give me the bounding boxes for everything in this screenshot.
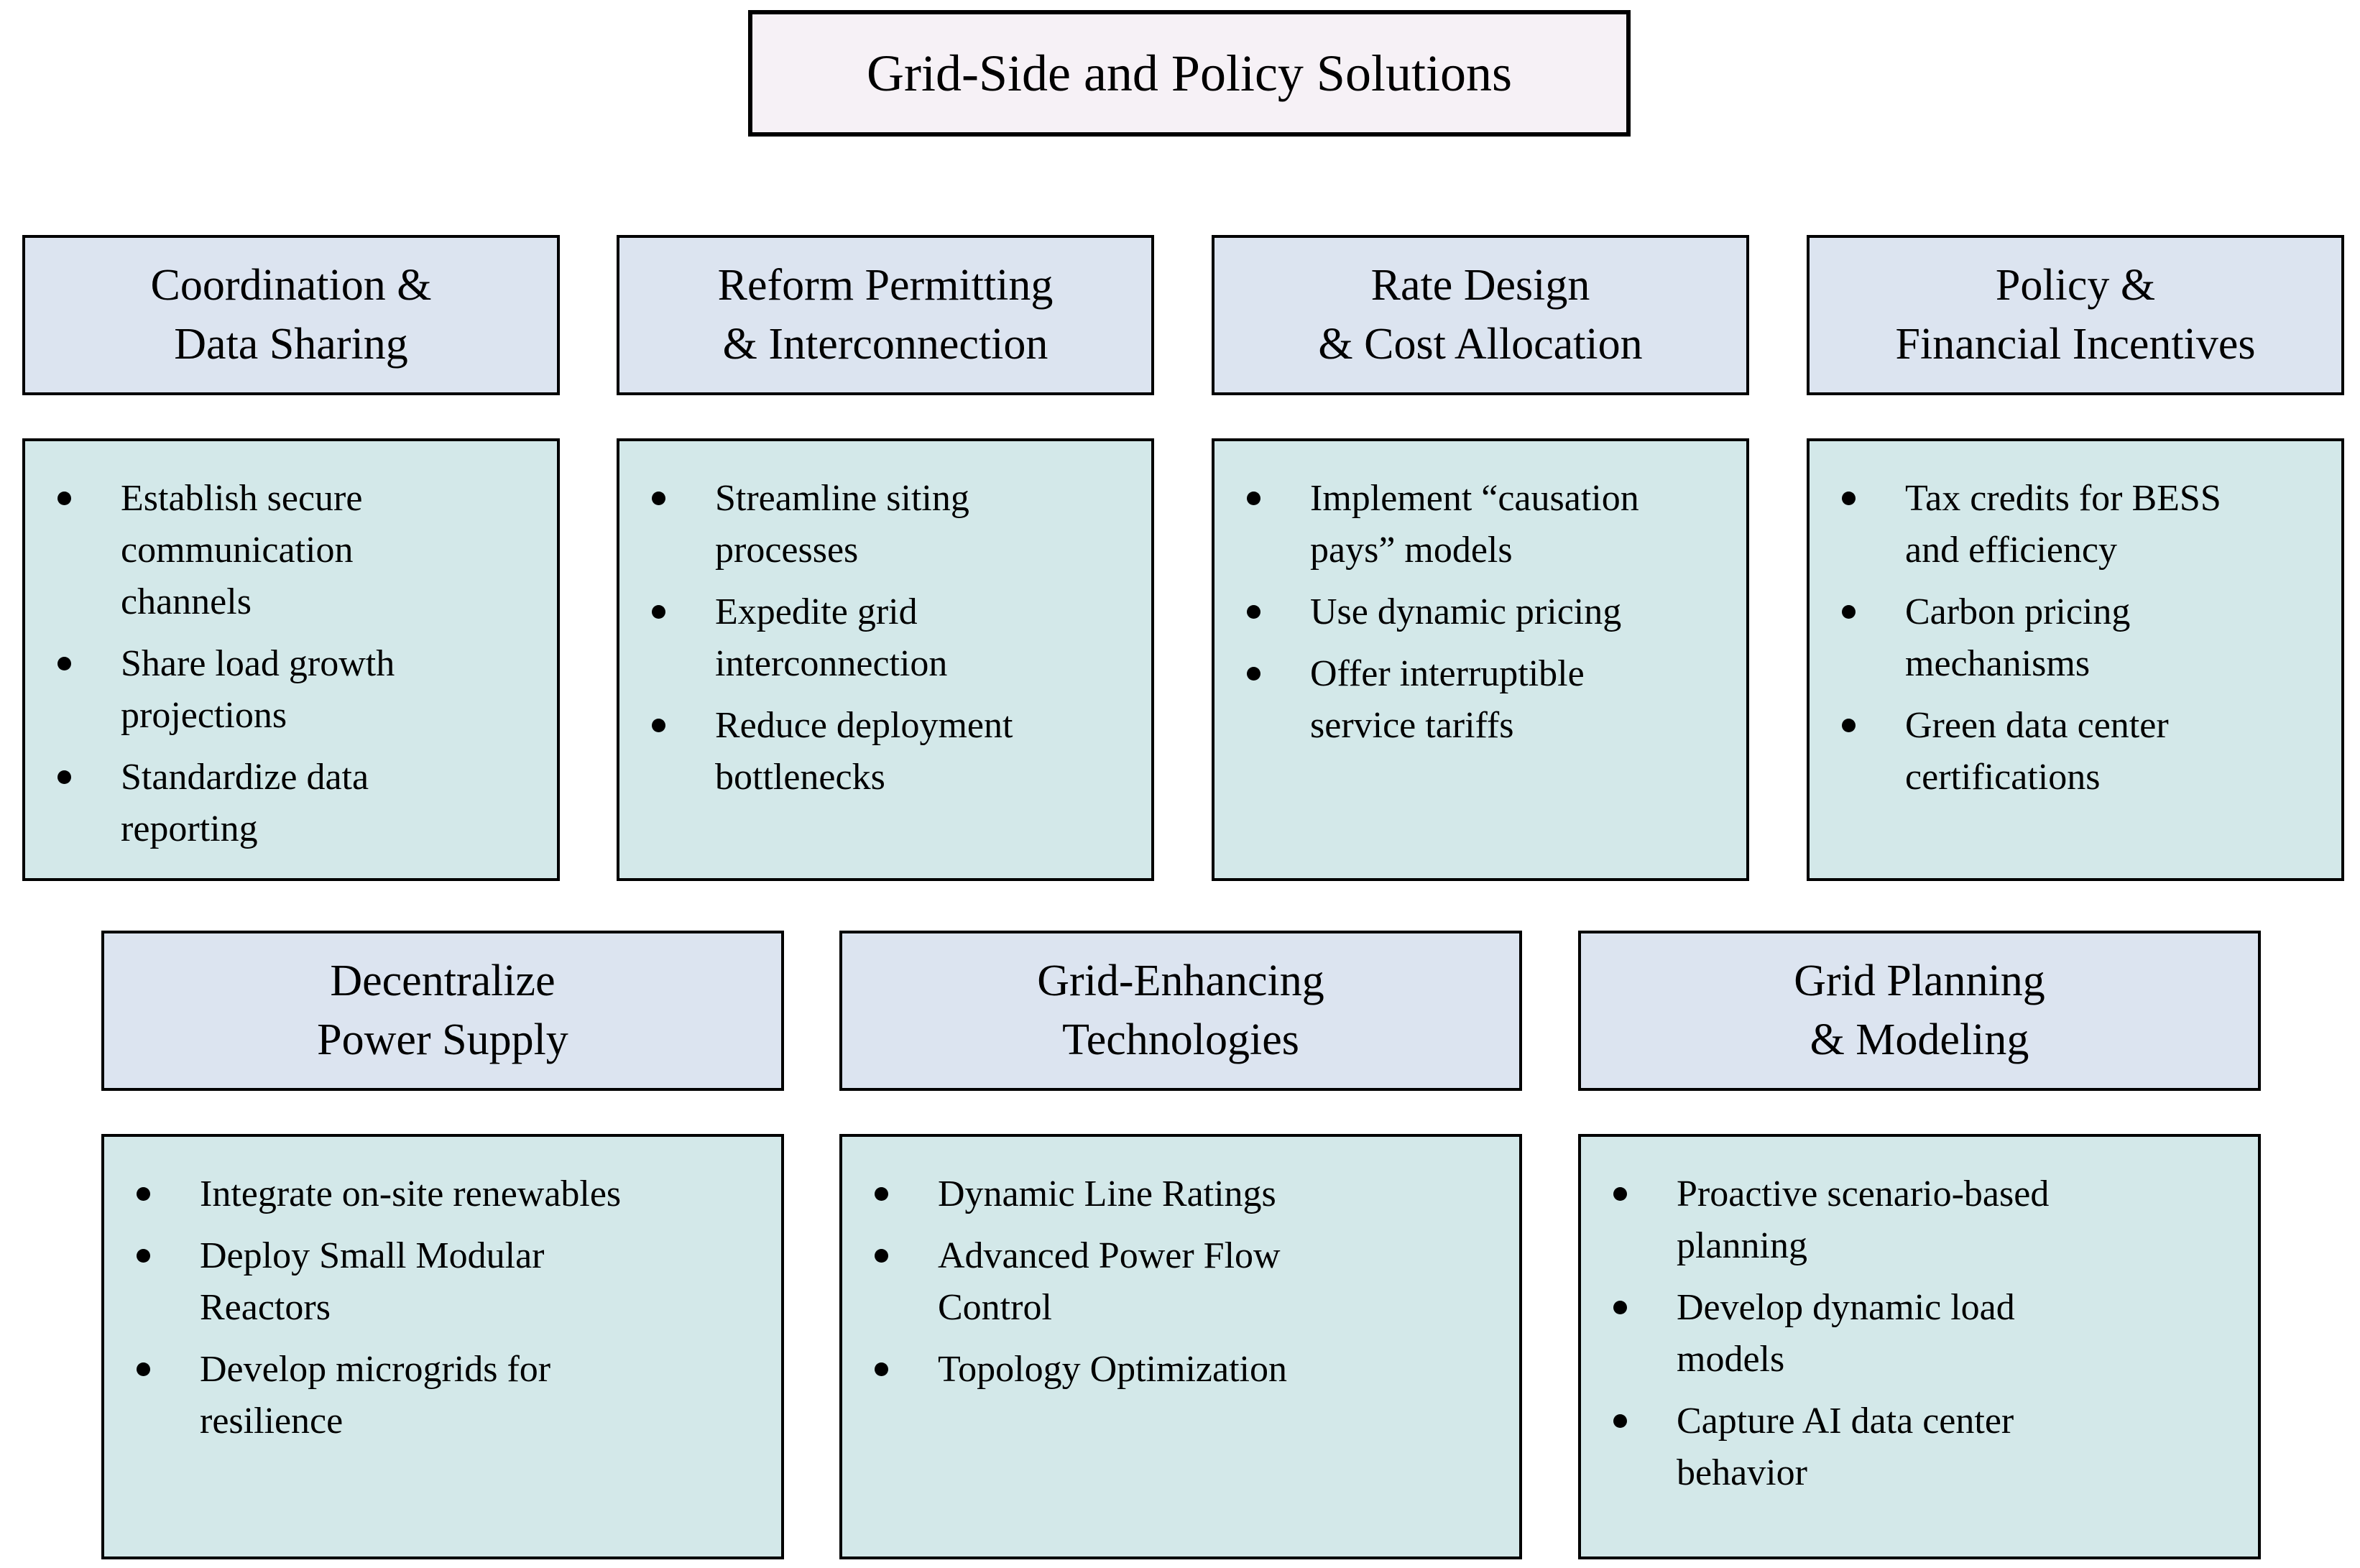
bullet-marker [1247, 492, 1260, 505]
section-content: Proactive scenario-based planning Develo… [1578, 1134, 2261, 1559]
bullet-text: Carbon pricing mechanisms [1905, 591, 2131, 684]
bullet-item: Standardize data reporting [50, 752, 532, 855]
bullet-text: Use dynamic pricing [1310, 591, 1622, 632]
bullet-marker [652, 605, 665, 619]
bullet-marker [1613, 1187, 1627, 1201]
bullet-list: Proactive scenario-based planning Develo… [1606, 1168, 2233, 1499]
bullet-item: Develop microgrids for resilience [129, 1344, 756, 1447]
bullet-text: Share load growth projections [121, 643, 395, 736]
bullet-list: Streamline siting processes Expedite gri… [645, 473, 1126, 803]
bullet-marker [137, 1362, 150, 1376]
bullet-marker [875, 1249, 888, 1263]
section-title: Grid Planning & Modeling [1794, 956, 2045, 1064]
section-title: Reform Permitting & Interconnection [717, 260, 1054, 369]
bullet-list: Establish secure communication channels … [50, 473, 532, 855]
bullet-item: Offer interruptible service tariffs [1240, 648, 1721, 752]
bullet-list: Dynamic Line Ratings Advanced Power Flow… [867, 1168, 1494, 1396]
bullet-item: Develop dynamic load models [1606, 1282, 2233, 1385]
bullet-item: Share load growth projections [50, 638, 532, 742]
bullet-text: Topology Optimization [938, 1349, 1287, 1390]
section-title: Policy & Financial Incentives [1895, 260, 2256, 369]
bullet-marker [875, 1362, 888, 1376]
bullet-marker [652, 719, 665, 732]
section-header: Grid Planning & Modeling [1578, 931, 2261, 1091]
bullet-item: Advanced Power Flow Control [867, 1230, 1494, 1334]
bullet-text: Develop dynamic load models [1677, 1287, 2015, 1380]
bullet-text: Deploy Small Modular Reactors [200, 1235, 545, 1328]
bullet-item: Carbon pricing mechanisms [1835, 586, 2316, 690]
bullet-item: Green data center certifications [1835, 700, 2316, 803]
bullet-text: Expedite grid interconnection [715, 591, 948, 684]
bullet-text: Offer interruptible service tariffs [1310, 653, 1585, 746]
bullet-list: Implement “causation pays” models Use dy… [1240, 473, 1721, 752]
section-title: Coordination & Data Sharing [150, 260, 432, 369]
bullet-marker [57, 770, 71, 784]
bullet-item: Expedite grid interconnection [645, 586, 1126, 690]
bullet-text: Establish secure communication channels [121, 478, 363, 622]
section-header: Rate Design & Cost Allocation [1212, 235, 1749, 395]
section-header: Policy & Financial Incentives [1807, 235, 2344, 395]
bullet-marker [1842, 492, 1856, 505]
section-content: Integrate on-site renewables Deploy Smal… [101, 1134, 784, 1559]
bullet-marker [137, 1249, 150, 1263]
bullet-text: Green data center certifications [1905, 705, 2169, 798]
bullet-text: Develop microgrids for resilience [200, 1349, 551, 1442]
bullet-text: Standardize data reporting [121, 757, 369, 849]
bullet-text: Integrate on-site renewables [200, 1173, 622, 1214]
bullet-list: Tax credits for BESS and efficiency Carb… [1835, 473, 2316, 803]
bullet-text: Dynamic Line Ratings [938, 1173, 1276, 1214]
bullet-text: Proactive scenario-based planning [1677, 1173, 2050, 1266]
bullet-item: Reduce deployment bottlenecks [645, 700, 1126, 803]
bullet-item: Deploy Small Modular Reactors [129, 1230, 756, 1334]
bullet-item: Integrate on-site renewables [129, 1168, 756, 1220]
bullet-marker [57, 492, 71, 505]
diagram-title-text: Grid-Side and Policy Solutions [867, 44, 1512, 102]
bullet-marker [1842, 719, 1856, 732]
section-content: Establish secure communication channels … [22, 438, 560, 881]
bullet-marker [1613, 1301, 1627, 1314]
section-header: Reform Permitting & Interconnection [617, 235, 1154, 395]
bullet-item: Dynamic Line Ratings [867, 1168, 1494, 1220]
section-content: Streamline siting processes Expedite gri… [617, 438, 1154, 881]
bullet-text: Reduce deployment bottlenecks [715, 705, 1013, 798]
bullet-text: Advanced Power Flow Control [938, 1235, 1281, 1328]
section-header: Coordination & Data Sharing [22, 235, 560, 395]
bullet-marker [1247, 605, 1260, 619]
bullet-marker [875, 1187, 888, 1201]
section-title: Decentralize Power Supply [317, 956, 568, 1064]
bullet-marker [652, 492, 665, 505]
section-header: Decentralize Power Supply [101, 931, 784, 1091]
bullet-item: Topology Optimization [867, 1344, 1494, 1396]
bullet-text: Implement “causation pays” models [1310, 478, 1639, 571]
bullet-item: Implement “causation pays” models [1240, 473, 1721, 576]
diagram-title-box: Grid-Side and Policy Solutions [748, 10, 1631, 137]
section-title: Grid-Enhancing Technologies [1037, 956, 1324, 1064]
bullet-marker [57, 657, 71, 670]
section-content: Dynamic Line Ratings Advanced Power Flow… [839, 1134, 1522, 1559]
bullet-item: Streamline siting processes [645, 473, 1126, 576]
bullet-text: Capture AI data center behavior [1677, 1401, 2014, 1493]
section-content: Implement “causation pays” models Use dy… [1212, 438, 1749, 881]
bullet-list: Integrate on-site renewables Deploy Smal… [129, 1168, 756, 1447]
bullet-item: Use dynamic pricing [1240, 586, 1721, 638]
bullet-marker [137, 1187, 150, 1201]
bullet-marker [1842, 605, 1856, 619]
section-header: Grid-Enhancing Technologies [839, 931, 1522, 1091]
bullet-marker [1613, 1414, 1627, 1428]
bullet-text: Streamline siting processes [715, 478, 969, 571]
section-content: Tax credits for BESS and efficiency Carb… [1807, 438, 2344, 881]
bullet-item: Capture AI data center behavior [1606, 1396, 2233, 1499]
bullet-item: Proactive scenario-based planning [1606, 1168, 2233, 1272]
bullet-item: Establish secure communication channels [50, 473, 532, 628]
bullet-text: Tax credits for BESS and efficiency [1905, 478, 2221, 571]
bullet-marker [1247, 667, 1260, 681]
bullet-item: Tax credits for BESS and efficiency [1835, 473, 2316, 576]
section-title: Rate Design & Cost Allocation [1318, 260, 1643, 369]
